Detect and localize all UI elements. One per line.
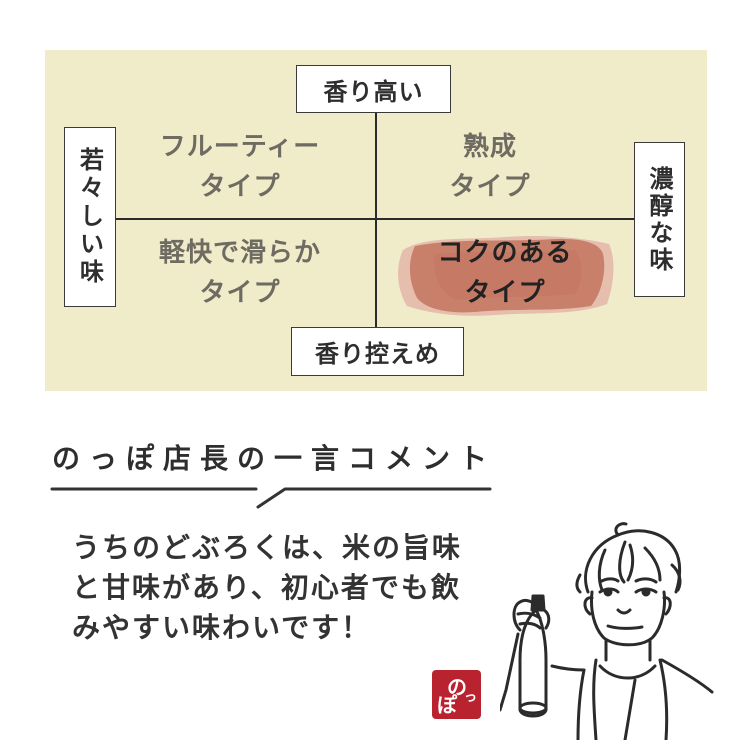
quadrant-light-smooth: 軽快で滑らか タイプ <box>130 233 350 313</box>
comment-line: と甘味があり、初心者でも飲 <box>72 571 461 604</box>
quadrant-fruity: フルーティー タイプ <box>135 127 345 207</box>
quadrant-title: 熟成 <box>462 132 517 162</box>
quadrant-title: コクのある <box>437 238 573 268</box>
quadrant-subtitle: タイプ <box>449 172 531 202</box>
logo-char: ぽ <box>437 693 457 717</box>
quadrant-title: フルーティー <box>159 132 321 162</box>
quadrant-rich-highlighted: コクのある タイプ <box>405 233 605 313</box>
vertical-axis-line <box>375 113 377 327</box>
axis-label-top: 香り高い <box>296 65 451 113</box>
axis-label-right: 濃醇な味 <box>634 142 685 297</box>
quadrant-subtitle: タイプ <box>199 172 281 202</box>
comment-line: うちのどぶろくは、米の旨味 <box>72 531 463 564</box>
axis-label-bottom: 香り控えめ <box>291 327 464 376</box>
logo-char: っ <box>463 690 477 705</box>
quadrant-subtitle: タイプ <box>464 278 546 308</box>
quadrant-aged: 熟成 タイプ <box>420 127 560 207</box>
quadrant-subtitle: タイプ <box>199 278 281 308</box>
noppo-logo: の っ ぽ <box>432 670 481 719</box>
speech-underline <box>50 487 492 509</box>
axis-label-left: 若々しい味 <box>64 127 116 307</box>
manager-comment: うちのどぶろくは、米の旨味 と甘味があり、初心者でも飲 みやすい味わいです！ <box>72 528 462 648</box>
comment-heading: のっぽ店長の一言コメント <box>52 442 497 475</box>
highlight-brush-stroke <box>398 235 614 316</box>
quadrant-title: 軽快で滑らか <box>158 238 321 268</box>
logo-char: の <box>447 675 467 699</box>
horizontal-axis-line <box>116 218 634 220</box>
comment-line: みやすい味わいです！ <box>72 611 372 644</box>
store-manager-illustration-icon <box>500 522 714 740</box>
